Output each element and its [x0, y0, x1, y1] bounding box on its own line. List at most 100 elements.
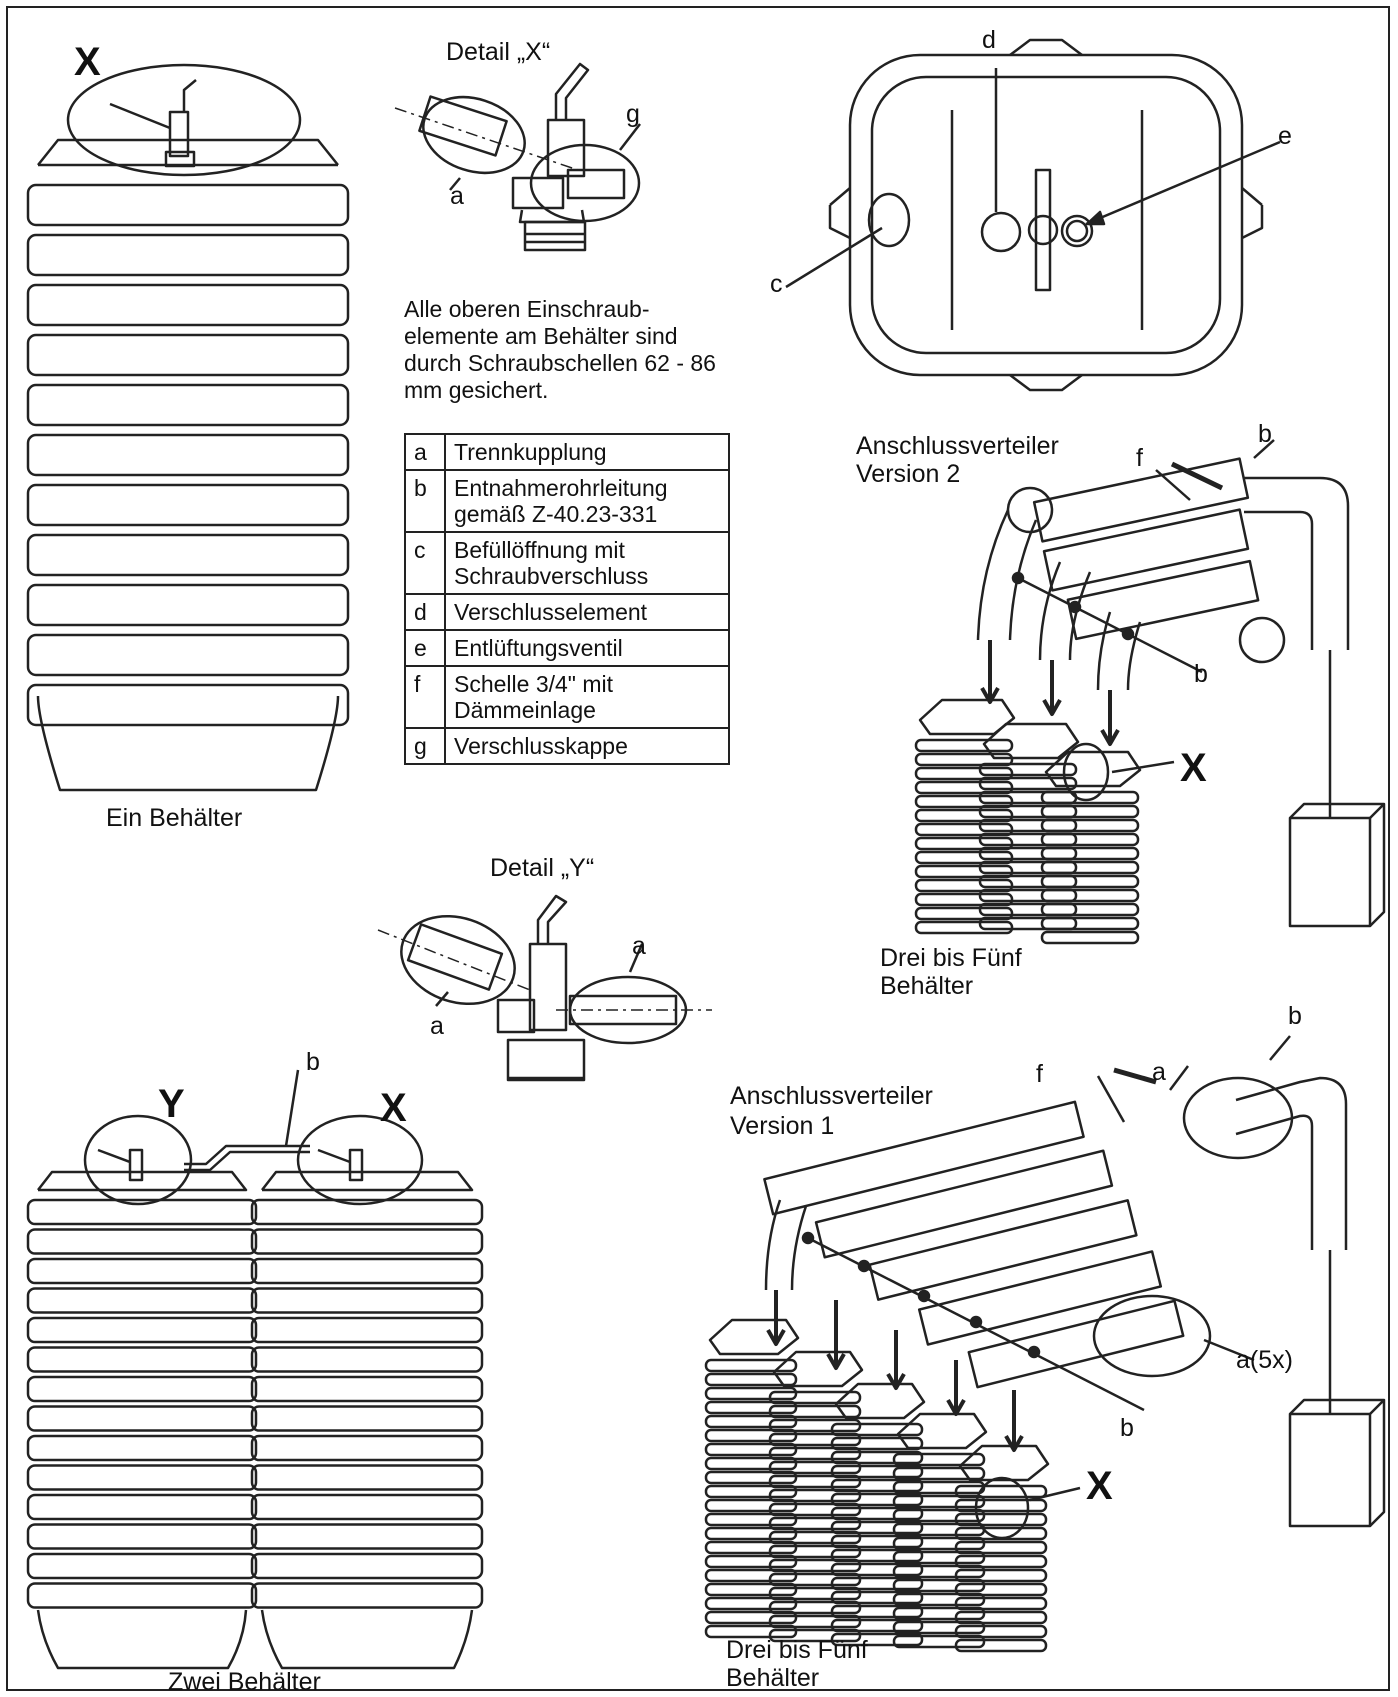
small-tank-rib — [768, 1586, 862, 1601]
tank-rib — [26, 1375, 258, 1403]
small-tank-rib — [768, 1502, 862, 1517]
small-tank-rib — [1040, 888, 1140, 903]
tank-rib — [26, 1198, 258, 1226]
tank-rib — [26, 333, 350, 377]
small-tank-rib — [892, 1466, 986, 1481]
tank-rib — [250, 1287, 484, 1314]
small-tank-rib — [954, 1638, 1048, 1653]
small-tank-rib — [954, 1484, 1048, 1499]
small-tank — [1040, 750, 1142, 945]
tank-rib — [26, 233, 350, 277]
small-tank-rib — [704, 1400, 798, 1415]
tank-rib — [26, 383, 350, 427]
marker-x-single: X — [74, 40, 101, 84]
caption-v2-line2: Behälter — [880, 972, 974, 1000]
small-tank-top — [834, 1382, 926, 1420]
small-tank-rib — [1040, 930, 1140, 945]
tank-rib — [26, 1287, 258, 1314]
tank-rib — [26, 1257, 258, 1285]
verteiler-v1-line1: Anschlussverteiler — [730, 1082, 933, 1110]
label-a-v1-top: a — [1152, 1058, 1166, 1086]
small-tank-rib — [704, 1596, 798, 1611]
small-tank-rib — [914, 836, 1014, 851]
small-tank-rib — [830, 1492, 924, 1507]
small-tank-rib — [704, 1484, 798, 1499]
small-tank-rib — [704, 1358, 798, 1373]
label-f-v1: f — [1036, 1060, 1043, 1088]
tank-rib — [26, 1523, 258, 1550]
small-tank-rib — [954, 1498, 1048, 1513]
small-tank-rib — [978, 776, 1078, 791]
small-tank-rib — [704, 1582, 798, 1597]
legend-key: e — [404, 629, 446, 667]
small-tank-rib — [954, 1568, 1048, 1583]
small-tank-rib — [892, 1536, 986, 1551]
tank-rib — [26, 1493, 258, 1521]
tank-rib — [26, 633, 350, 677]
tank-rib — [250, 1493, 484, 1521]
tank-rib — [250, 1434, 484, 1462]
small-tank-rib — [830, 1422, 924, 1437]
small-tank-rib — [768, 1432, 862, 1447]
tank-rib — [250, 1405, 484, 1432]
detail-y-title: Detail „Y“ — [490, 854, 595, 882]
tank-rib — [26, 1552, 258, 1580]
small-tank-rib — [1040, 832, 1140, 847]
small-tank-rib — [1040, 818, 1140, 833]
tank-rib — [250, 1346, 484, 1373]
legend-text: Verschlusselement — [444, 593, 730, 631]
small-tank-rib — [704, 1498, 798, 1513]
small-tank-rib — [978, 804, 1078, 819]
small-tank-rib — [914, 738, 1014, 753]
small-tank-rib — [704, 1428, 798, 1443]
small-tank-rib — [830, 1590, 924, 1605]
label-c-top-view: c — [770, 270, 783, 298]
small-tank-rib — [978, 874, 1078, 889]
small-tank-rib — [768, 1390, 862, 1405]
label-e-top-view: e — [1278, 122, 1292, 150]
small-tank-rib — [830, 1534, 924, 1549]
small-tank-top — [772, 1350, 864, 1388]
small-tank — [914, 698, 1016, 935]
small-tank-rib — [914, 850, 1014, 865]
tank-rib — [250, 1464, 484, 1491]
small-tank-rib — [768, 1474, 862, 1489]
small-tank-rib — [978, 818, 1078, 833]
label-g-detail-x: g — [626, 100, 640, 128]
small-tank-rib — [830, 1506, 924, 1521]
verteiler-v2-line2: Version 2 — [856, 460, 961, 488]
small-tank-rib — [914, 892, 1014, 907]
version-2-assembly — [914, 439, 1386, 945]
small-tank-rib — [830, 1478, 924, 1493]
small-tank-rib — [1040, 846, 1140, 861]
small-tank-rib — [768, 1614, 862, 1629]
small-tank-top — [982, 722, 1080, 760]
legend-key: c — [404, 531, 446, 595]
small-tank-rib — [892, 1550, 986, 1565]
tank-rib — [26, 1405, 258, 1432]
small-tank-rib — [978, 888, 1078, 903]
tank-rib — [26, 283, 350, 327]
small-tank — [892, 1412, 988, 1649]
label-a-detail-y-left: a — [430, 1012, 444, 1040]
legend-text: Entnahmerohrleitung gemäß Z-40.23-331 — [444, 469, 730, 533]
small-tank-rib — [892, 1494, 986, 1509]
legend-text: Verschlusskappe — [444, 727, 730, 765]
label-a-5x: a(5x) — [1236, 1346, 1293, 1374]
small-tank-rib — [892, 1606, 986, 1621]
small-tank-rib — [892, 1592, 986, 1607]
small-tank-top — [1044, 750, 1142, 788]
small-tank-rib — [1040, 916, 1140, 931]
legend-key: b — [404, 469, 446, 533]
small-tank-rib — [830, 1548, 924, 1563]
small-tank-rib — [830, 1632, 924, 1647]
small-tank-rib — [914, 878, 1014, 893]
small-tank-rib — [892, 1452, 986, 1467]
small-tank-rib — [704, 1414, 798, 1429]
legend-text: Trennkupplung — [444, 433, 730, 471]
legend-key: d — [404, 593, 446, 631]
